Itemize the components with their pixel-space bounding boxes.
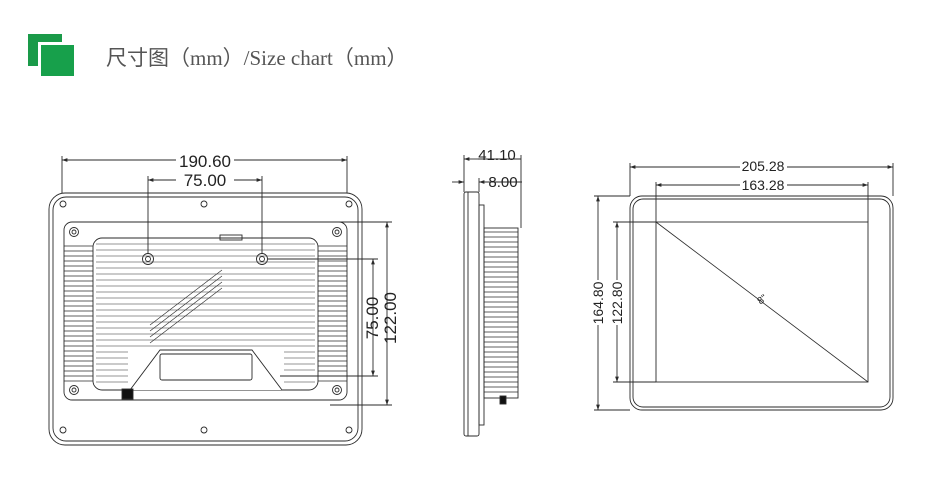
bezel-hole	[59, 426, 67, 434]
corner-screw	[332, 227, 342, 237]
vesa-hole	[142, 253, 154, 265]
side-fins	[484, 231, 518, 393]
left-fins	[64, 245, 93, 382]
side-chassis	[478, 204, 485, 426]
screen-inner-frame	[632, 198, 891, 408]
dim-side-bezel: 8.00	[488, 174, 517, 191]
screen-diagonal	[655, 221, 869, 383]
dim-screen-height-active: 122.80	[609, 281, 625, 324]
page-title: 尺寸图（mm）/Size chart（mm）	[106, 46, 408, 70]
corner-screw	[71, 229, 77, 235]
dim-front-width: 190.60	[179, 152, 231, 171]
bezel-hole	[345, 426, 353, 434]
corner-screw	[71, 387, 77, 393]
front-outer-frame	[48, 192, 363, 446]
dim-screen-width-active: 163.28	[742, 177, 785, 193]
dim-front-height: 122.00	[381, 292, 400, 344]
right-fins	[318, 245, 347, 382]
corner-screw	[334, 387, 340, 393]
corner-screw	[69, 385, 79, 395]
side-connector	[499, 395, 507, 405]
top-connector	[219, 234, 243, 241]
bezel-hole	[59, 200, 67, 208]
dim-side-depth: 41.10	[478, 147, 516, 164]
bezel-hole	[345, 200, 353, 208]
side-bezel	[463, 191, 480, 437]
dim-screen-diagonal: 8"	[756, 293, 770, 308]
screen-outer-frame	[629, 195, 894, 411]
dim-front-mount-width: 75.00	[184, 171, 227, 190]
corner-screw	[332, 385, 342, 395]
corner-screw	[334, 229, 340, 235]
bezel-hole	[200, 426, 208, 434]
side-heatsink	[483, 227, 519, 399]
vesa-hole	[259, 256, 265, 262]
power-connector	[121, 388, 134, 400]
brand-logo-icon	[28, 34, 74, 76]
dim-screen-width-outer: 205.28	[742, 158, 785, 174]
front-view: 190.60 75.00 75.00 122.00	[48, 152, 400, 446]
bezel-hole	[200, 200, 208, 208]
page-header: 尺寸图（mm）/Size chart（mm）	[28, 34, 628, 76]
vesa-hole	[145, 256, 151, 262]
label-area	[159, 353, 253, 381]
logo-front-square	[41, 45, 74, 76]
fin-diagonal	[149, 269, 223, 344]
dim-screen-height-outer: 164.80	[590, 281, 606, 324]
vesa-hole	[256, 253, 268, 265]
front-inner-frame	[52, 196, 359, 442]
screen-active-area	[655, 221, 869, 383]
side-view: 41.10 8.00	[452, 147, 522, 437]
screen-view: 8" 205.28 163.28 164.80 122.80	[590, 158, 894, 411]
plate-fins	[96, 243, 315, 383]
dim-front-mount-height: 75.00	[363, 297, 382, 340]
corner-screw	[69, 227, 79, 237]
